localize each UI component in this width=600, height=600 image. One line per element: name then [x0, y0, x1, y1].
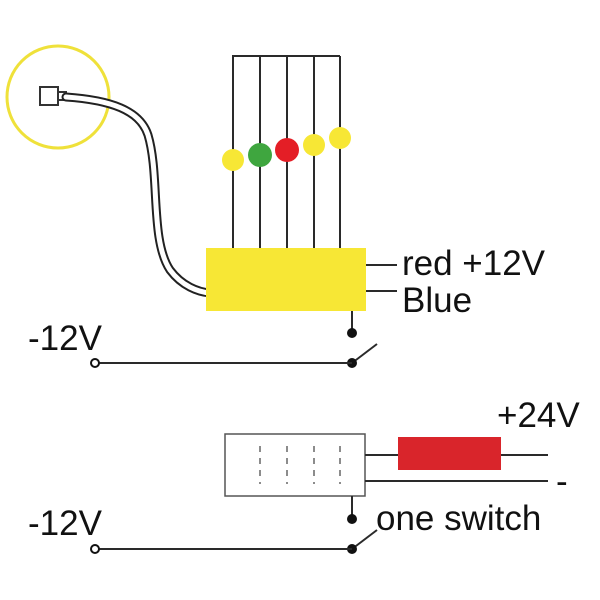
controller-module: [206, 248, 366, 311]
led-yellow-2: [303, 134, 325, 156]
plus24v-label: +24V: [497, 396, 580, 435]
bottom-switch: [90, 496, 378, 554]
leds: [222, 127, 351, 171]
led-red: [275, 138, 299, 162]
top-switch: [90, 311, 378, 368]
blue-label: Blue: [402, 281, 472, 320]
led-yellow-3: [329, 127, 351, 149]
relay-box: [224, 433, 366, 497]
led-green: [248, 143, 272, 167]
neg12v-top-label: -12V: [28, 319, 103, 358]
led-yellow-1: [222, 149, 244, 171]
connector-plug: [39, 86, 59, 106]
cable: [61, 92, 215, 298]
minus-label: -: [556, 462, 568, 501]
highlight-circle: [5, 44, 111, 150]
neg12v-bottom-label: -12V: [28, 504, 103, 543]
resistor: [398, 437, 501, 470]
connector-callout: [5, 44, 111, 150]
red-plus12v-label: red +12V: [402, 244, 546, 283]
one-switch-label: one switch: [376, 499, 541, 538]
